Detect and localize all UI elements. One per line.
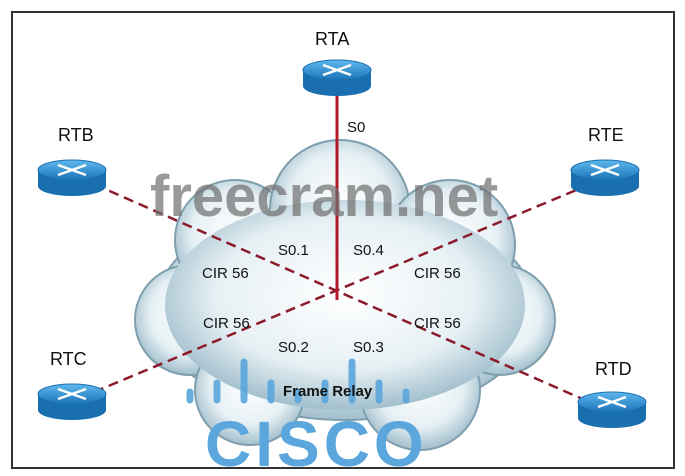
router-label-rtd: RTD	[595, 359, 632, 379]
interface-label-s0-3: S0.3	[353, 339, 384, 356]
interface-label-s0-4: S0.4	[353, 242, 384, 259]
watermark: freecram.net	[150, 164, 499, 229]
interface-label-s0: S0	[347, 119, 366, 136]
router-icon-rta	[302, 59, 372, 96]
cir-label-top-left: CIR 56	[202, 265, 249, 282]
cir-label-bottom-left: CIR 56	[203, 315, 250, 332]
cisco-bars	[186, 358, 410, 404]
cir-label-bottom-right: CIR 56	[414, 315, 461, 332]
interface-label-s0-2: S0.2	[278, 339, 309, 356]
pvc-rtb-rtd	[79, 176, 613, 414]
interface-label-s0-1: S0.1	[278, 242, 309, 259]
router-label-rtc: RTC	[50, 349, 87, 369]
router-label-rtb: RTB	[58, 125, 94, 145]
router-icon-rtb	[37, 159, 107, 196]
router-icon-rte	[570, 159, 640, 196]
cisco-logo: CISCO	[205, 408, 428, 476]
router-icon-rtd	[577, 391, 647, 428]
cloud-label: Frame Relay	[283, 383, 373, 400]
cloud-fill	[165, 200, 525, 410]
router-label-rta: RTA	[315, 29, 350, 49]
router-icon-rtc	[37, 383, 107, 420]
router-label-rte: RTE	[588, 125, 624, 145]
cir-label-top-right: CIR 56	[414, 265, 461, 282]
